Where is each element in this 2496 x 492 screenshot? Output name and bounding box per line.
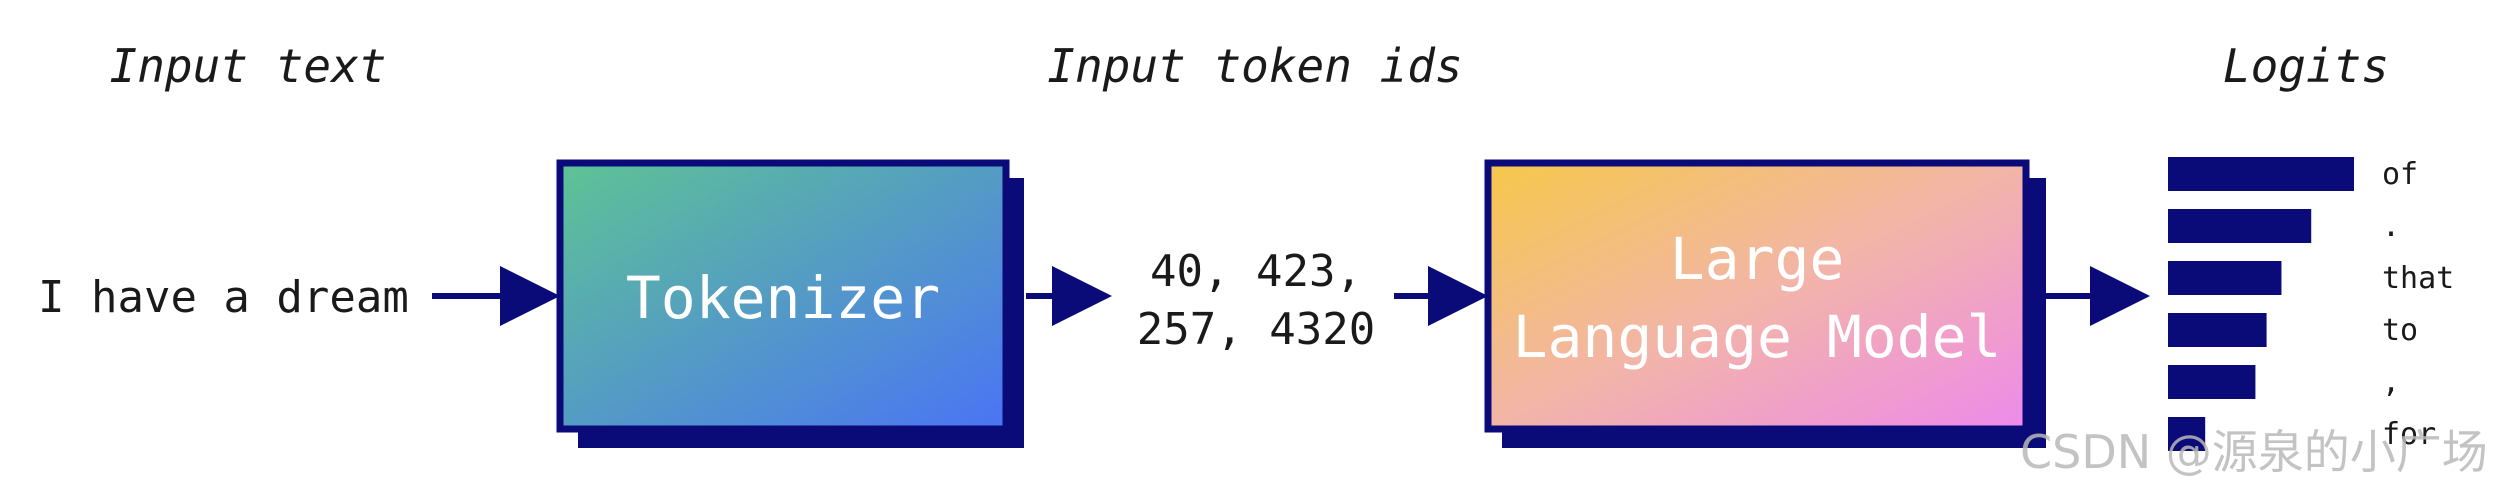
logit-bar	[2168, 313, 2267, 347]
logit-bar	[2168, 261, 2282, 295]
logit-bar	[2168, 157, 2354, 191]
logit-token-label: to	[2382, 313, 2418, 348]
heading-logits: Logits	[2223, 39, 2389, 93]
llm-box: Large Language Model	[1484, 159, 2046, 448]
logits-chart: of. that to, for	[2168, 157, 2454, 452]
logit-bar	[2168, 365, 2256, 399]
logit-token-label: ,	[2382, 365, 2400, 400]
llm-label-line-2: Language Model	[1513, 303, 2002, 371]
tokenizer-box: Tokenizer	[556, 159, 1024, 448]
logit-token-label: for	[2382, 417, 2436, 452]
tokenizer-label: Tokenizer	[626, 264, 940, 332]
token-ids-line-1: 40, 423,	[1150, 246, 1362, 297]
logit-token-label: .	[2382, 209, 2400, 244]
input-sentence: I have a dream	[38, 272, 409, 323]
heading-input-text: Input text	[110, 39, 387, 93]
llm-label-line-1: Large	[1670, 225, 1845, 293]
tokenizer-box-body	[556, 159, 1010, 433]
token-ids-line-2: 257, 4320	[1137, 304, 1375, 355]
logit-bar	[2168, 417, 2206, 451]
heading-input-token-ids: Input token ids	[1047, 39, 1462, 93]
logit-token-label: that	[2382, 261, 2454, 296]
watermark-text: CSDN @源泉的小广场	[2020, 425, 2488, 479]
logit-token-label: of	[2382, 157, 2418, 192]
llm-box-body	[1484, 159, 2030, 433]
logit-bar	[2168, 209, 2312, 243]
